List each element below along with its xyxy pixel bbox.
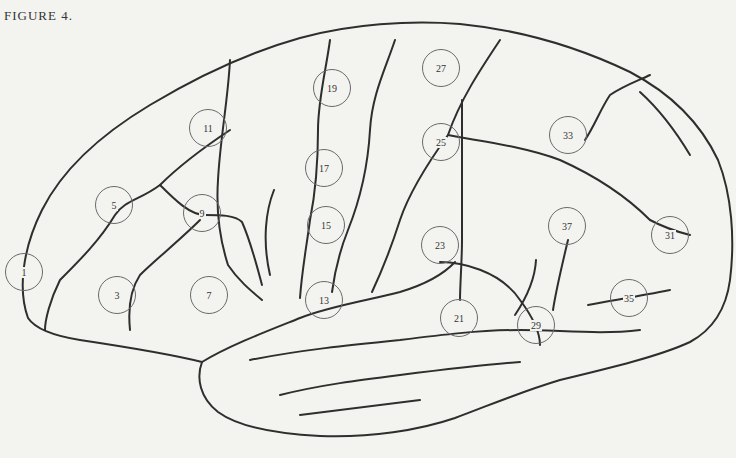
site-number: 37: [561, 221, 573, 232]
sulcus: [585, 75, 650, 140]
site-number: 25: [435, 137, 447, 148]
sulcus: [440, 262, 540, 345]
site-number: 33: [562, 130, 574, 141]
brain-outline: [23, 23, 733, 437]
site-number: 11: [202, 123, 214, 134]
sulcus: [266, 190, 274, 275]
sulcus: [588, 290, 670, 305]
site-number: 7: [206, 290, 213, 301]
site-circle: 11: [189, 109, 227, 147]
site-number: 23: [434, 240, 446, 251]
sulcus: [300, 400, 420, 415]
sulcus: [640, 92, 690, 155]
site-number: 15: [320, 220, 332, 231]
sulcus: [280, 362, 520, 395]
figure-title: FIGURE 4.: [4, 8, 73, 24]
site-number: 17: [318, 163, 330, 174]
site-number: 1: [21, 267, 28, 278]
site-circle: 31: [651, 216, 689, 254]
site-circle: 9: [183, 194, 221, 232]
site-circle: 15: [307, 206, 345, 244]
site-number: 13: [318, 295, 330, 306]
site-number: 3: [114, 290, 121, 301]
site-circle: 19: [313, 69, 351, 107]
site-circle: 33: [549, 116, 587, 154]
site-circle: 23: [421, 226, 459, 264]
site-number: 31: [664, 230, 676, 241]
site-circle: 29: [517, 306, 555, 344]
site-number: 19: [326, 83, 338, 94]
site-circle: 5: [95, 186, 133, 224]
site-circle: 1: [5, 253, 43, 291]
sulcus: [45, 130, 230, 330]
site-number: 5: [111, 200, 118, 211]
sulcus: [553, 240, 568, 310]
site-number: 27: [435, 63, 447, 74]
site-number: 9: [199, 208, 206, 219]
sulcus: [460, 100, 462, 300]
site-circle: 7: [190, 276, 228, 314]
site-circle: 3: [98, 276, 136, 314]
site-circle: 35: [610, 279, 648, 317]
sulcus: [448, 40, 690, 235]
site-number: 35: [623, 293, 635, 304]
site-circle: 13: [305, 281, 343, 319]
site-circle: 27: [422, 49, 460, 87]
site-circle: 25: [422, 123, 460, 161]
sulcus: [332, 40, 395, 292]
site-circle: 17: [305, 149, 343, 187]
sulcus: [372, 135, 448, 292]
sulcus: [160, 185, 262, 285]
site-number: 29: [530, 320, 542, 331]
site-circle: 37: [548, 207, 586, 245]
site-number: 21: [453, 313, 465, 324]
sulcus: [250, 330, 640, 360]
sulcus: [129, 220, 200, 330]
site-circle: 21: [440, 299, 478, 337]
